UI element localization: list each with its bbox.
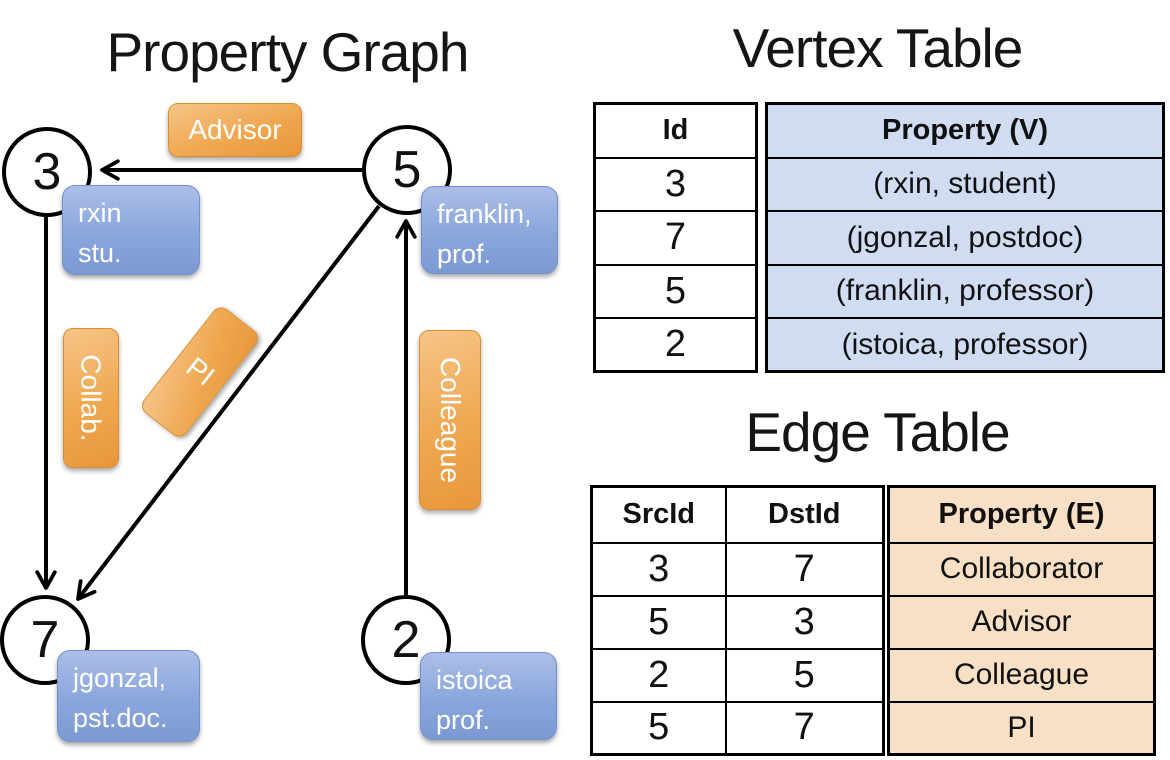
edge-property-cell: Collaborator — [887, 541, 1156, 597]
node-2-id: 2 — [391, 611, 421, 669]
edge-label-colleague-text: Colleague — [435, 356, 467, 484]
edge-label-colleague: Colleague — [419, 330, 481, 510]
table-row: 7 — [593, 210, 758, 266]
vertex-property-3-line1: rxin — [78, 198, 122, 228]
edge-srcid-cell: 5 — [590, 594, 727, 650]
edge-table-id-columns: SrcId DstId 3 7 5 3 2 5 5 7 — [590, 485, 885, 756]
vertex-table-id-column: Id 3 7 5 2 — [593, 102, 758, 373]
node-3-id: 3 — [32, 143, 62, 201]
edge-label-collab-text: Collab. — [76, 354, 108, 442]
edge-dstid-cell: 7 — [724, 700, 885, 756]
table-row: (jgonzal, postdoc) — [765, 210, 1165, 266]
graph-node-5: 5 — [362, 125, 452, 215]
property-graph-title: Property Graph — [106, 21, 469, 83]
vertex-id-cell: 2 — [593, 317, 758, 373]
vertex-property-5-line1: franklin, — [437, 199, 532, 229]
vertex-property-2-line2: prof. — [436, 705, 491, 735]
vertex-property-2-line1: istoica — [436, 665, 513, 695]
vertex-id-cell: 7 — [593, 210, 758, 266]
edge-table-property-column: Property (E) Collaborator Advisor Collea… — [887, 485, 1156, 756]
edge-dstid-cell: 5 — [724, 647, 885, 703]
edge-table-title: Edge Table — [745, 401, 1010, 463]
edge-label-advisor-text: Advisor — [188, 114, 282, 145]
vertex-property-cell: (istoica, professor) — [765, 317, 1165, 373]
edge-table-header-dstid: DstId — [724, 485, 885, 544]
vertex-property-3-line2: stu. — [78, 238, 122, 268]
vertex-table-header-id: Id — [593, 102, 758, 159]
edge-label-pi-text: PI — [180, 351, 221, 392]
table-row: (istoica, professor) — [765, 317, 1165, 373]
vertex-property-box-3: rxin stu. — [62, 185, 200, 275]
table-row: Advisor — [887, 594, 1156, 650]
edge-5-to-7 — [76, 204, 381, 601]
vertex-property-cell: (rxin, student) — [765, 156, 1165, 212]
table-row: (rxin, student) — [765, 156, 1165, 212]
table-row: 5 7 — [590, 700, 885, 756]
vertex-table-header-property: Property (V) — [765, 102, 1165, 159]
edge-label-collab: Collab. — [63, 328, 119, 468]
graph-edges — [35, 159, 417, 601]
table-row: 2 5 — [590, 647, 885, 703]
table-row: (franklin, professor) — [765, 263, 1165, 319]
edge-property-cell: Colleague — [887, 647, 1156, 703]
node-5-id: 5 — [392, 141, 422, 199]
vertex-property-7-line2: pst.doc. — [73, 703, 168, 733]
table-row: Colleague — [887, 647, 1156, 703]
edge-srcid-cell: 5 — [590, 700, 727, 756]
edge-property-cell: PI — [887, 700, 1156, 756]
table-row: 3 — [593, 156, 758, 212]
edge-property-cell: Advisor — [887, 594, 1156, 650]
vertex-id-cell: 3 — [593, 156, 758, 212]
edge-dstid-cell: 3 — [724, 594, 885, 650]
vertex-property-5-line2: prof. — [437, 239, 492, 269]
node-7-id: 7 — [30, 611, 60, 669]
vertex-property-cell: (franklin, professor) — [765, 263, 1165, 319]
vertex-id-cell: 5 — [593, 263, 758, 319]
edge-dstid-cell: 7 — [724, 541, 885, 597]
vertex-property-box-5: franklin, prof. — [421, 186, 558, 274]
vertex-property-7-line1: jgonzal, — [73, 663, 167, 693]
table-row: 5 3 — [590, 594, 885, 650]
table-row: 3 7 — [590, 541, 885, 597]
vertex-property-box-2: istoica prof. — [420, 652, 557, 740]
table-row: Collaborator — [887, 541, 1156, 597]
edge-label-advisor: Advisor — [168, 103, 302, 157]
vertex-table-property-column: Property (V) (rxin, student) (jgonzal, p… — [765, 102, 1165, 373]
graph-node-2: 2 — [361, 595, 451, 685]
edge-table-header-srcid: SrcId — [590, 485, 727, 544]
edge-table-header-property: Property (E) — [887, 485, 1156, 544]
vertex-property-cell: (jgonzal, postdoc) — [765, 210, 1165, 266]
vertex-table-title: Vertex Table — [732, 17, 1024, 79]
table-row: 5 — [593, 263, 758, 319]
edge-srcid-cell: 3 — [590, 541, 727, 597]
vertex-property-box-7: jgonzal, pst.doc. — [57, 650, 200, 742]
edge-srcid-cell: 2 — [590, 647, 727, 703]
table-row: 2 — [593, 317, 758, 373]
table-row: PI — [887, 700, 1156, 756]
